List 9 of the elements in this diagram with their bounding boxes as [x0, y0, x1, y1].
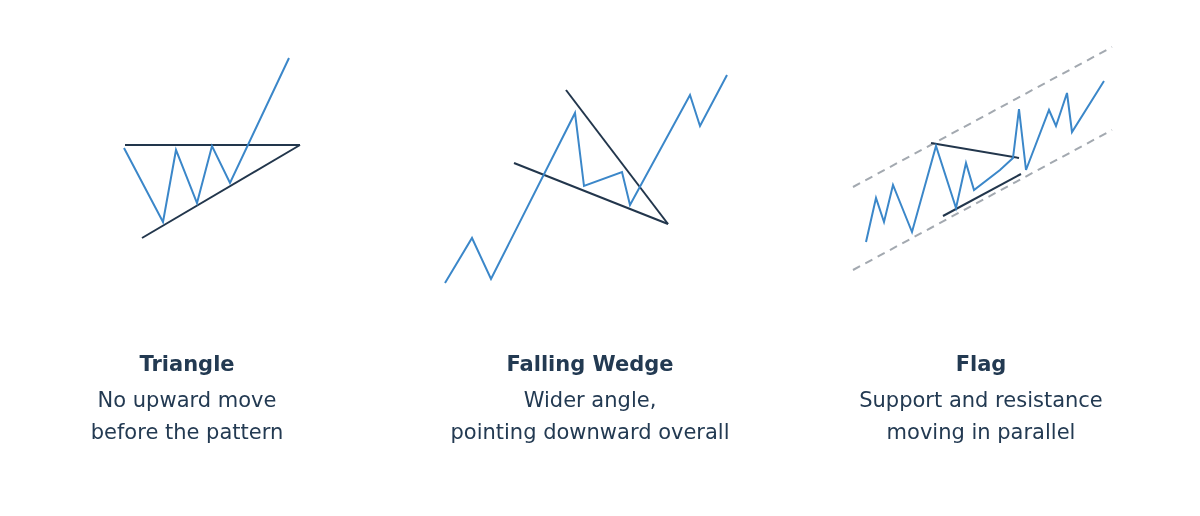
- pattern-description: Wider angle,: [523, 387, 657, 414]
- pattern-description: pointing downward overall: [450, 419, 730, 446]
- pattern-description: Support and resistance: [859, 387, 1103, 414]
- pattern-title: Flag: [955, 351, 1007, 378]
- pattern-description: before the pattern: [90, 419, 284, 446]
- pattern-title: Falling Wedge: [506, 351, 674, 378]
- pattern-description: No upward move: [97, 387, 277, 414]
- pattern-title: Triangle: [139, 351, 235, 378]
- pattern-description: moving in parallel: [886, 419, 1076, 446]
